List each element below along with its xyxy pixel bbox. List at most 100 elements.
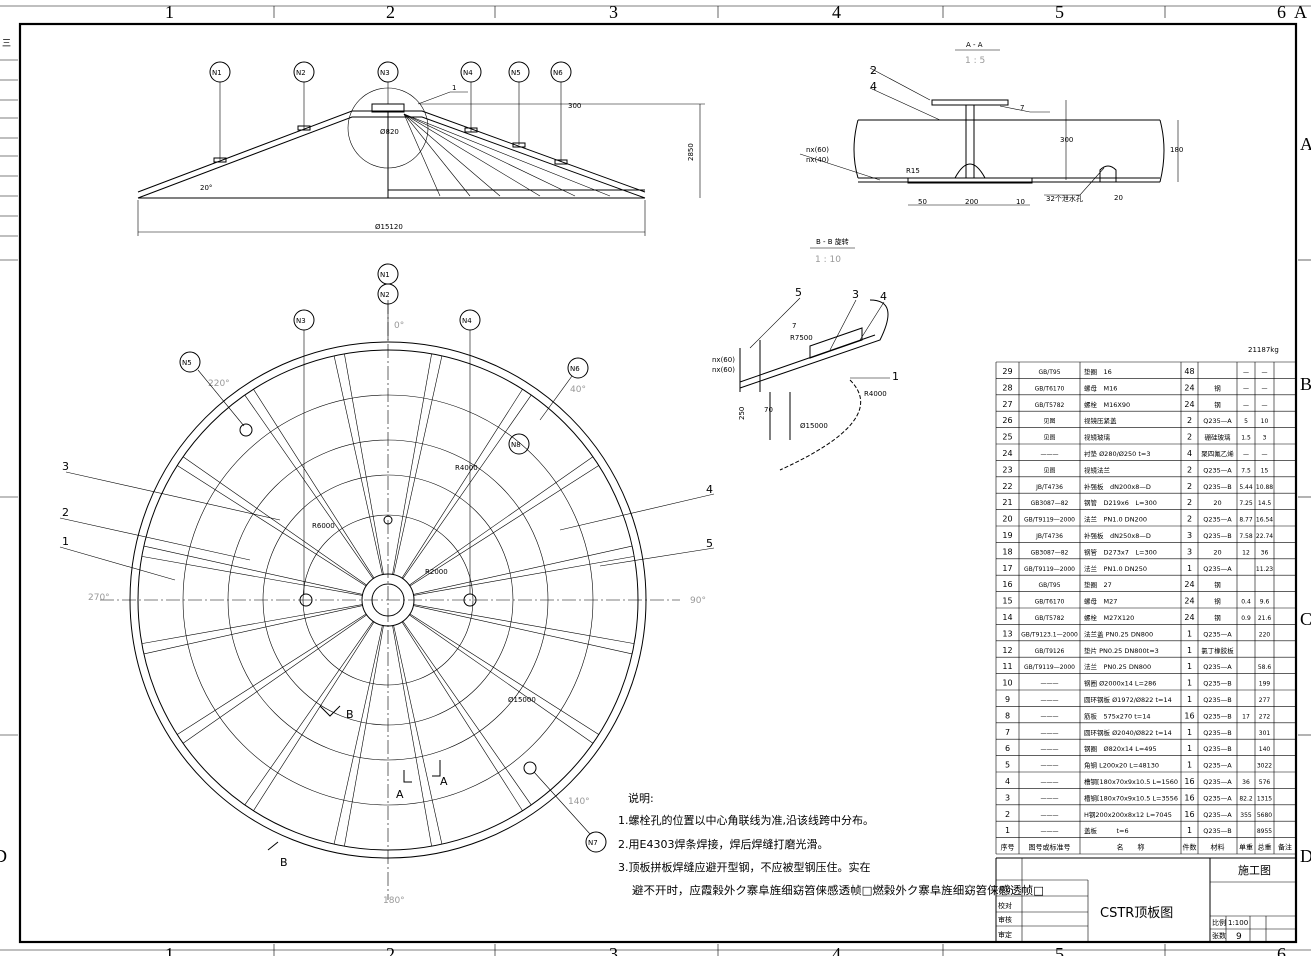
bom-cell: 名 称 <box>1117 843 1145 852</box>
bom-cell: 576 <box>1259 779 1271 786</box>
dim-label: 200 <box>965 198 978 206</box>
bom-cell: — <box>1243 402 1249 409</box>
zone-letter: C <box>1300 609 1311 629</box>
bom-cell: 法兰 PN0.25 DN800 <box>1084 662 1151 671</box>
bom-cell: 5 <box>1244 418 1248 425</box>
zone-number: 4 <box>832 944 841 956</box>
bom-cell: Q235—A <box>1203 630 1232 638</box>
bom-cell: 2 <box>1187 515 1192 524</box>
bom-cell: Q235—B <box>1203 483 1231 491</box>
nozzle-balloon: N7 <box>588 839 598 847</box>
bom-cell: Q235—A <box>1203 516 1232 524</box>
zone-letter: A <box>1300 134 1311 154</box>
radius-label: R4000 <box>864 390 887 398</box>
dim-label: 180 <box>1170 146 1183 154</box>
radius-label: R6000 <box>312 522 335 530</box>
bom-cell: 5680 <box>1257 812 1272 819</box>
bom-cell: 角钢 L200x20 L=48130 <box>1084 761 1159 770</box>
bom-cell: — <box>1243 369 1249 376</box>
bom-cell: — <box>1262 451 1268 458</box>
nozzle-balloon <box>209 61 231 83</box>
bom-cell: 筋板 575x270 t=14 <box>1084 711 1151 720</box>
signoff-label: 审核 <box>998 915 1012 924</box>
bom-cell: 10 <box>1002 679 1012 688</box>
bom-cell: 7 <box>1005 728 1010 737</box>
dim-label: 10 <box>1016 198 1025 206</box>
zone-number: 2 <box>386 944 395 956</box>
bom-cell: 1 <box>1187 679 1192 688</box>
bom-cell: 9 <box>1005 695 1010 704</box>
angle-label: 90° <box>690 596 706 606</box>
bom-cell: Q235—A <box>1203 762 1232 770</box>
bom-cell: 法兰盖 PN0.25 DN800 <box>1084 629 1153 638</box>
bom-cell: 21.6 <box>1258 615 1272 622</box>
bom-cell: 7.58 <box>1239 533 1253 540</box>
bom-cell: 7.5 <box>1241 467 1251 474</box>
section-callout: 4 <box>880 290 887 303</box>
zone-number: 1 <box>165 2 174 22</box>
section-scale: 1 : 10 <box>815 255 841 265</box>
dim-label: 300 <box>1060 136 1073 144</box>
bom-cell: 24 <box>1002 449 1012 458</box>
bom-cell: 1 <box>1187 646 1192 655</box>
bom-cell: Q235—A <box>1203 663 1232 671</box>
zone-number: 3 <box>609 944 618 956</box>
bom-cell: 钢 <box>1214 598 1221 606</box>
section-callout: 2 <box>870 64 877 77</box>
bom-cell: 15 <box>1261 467 1269 474</box>
elevation-height: 2850 <box>687 143 695 161</box>
bom-cell: 槽钢[180x70x9x10.5 L=3556 <box>1084 793 1178 802</box>
stage-label: 施工图 <box>1238 864 1271 877</box>
bom-cell: 2 <box>1187 416 1192 425</box>
bom-cell: ——— <box>1041 795 1059 802</box>
title-block: 施工图 CSTR顶板图 比例 1:100 张数 9 设计 校对 审核 审定 <box>995 857 1296 942</box>
bom-cell: 355 <box>1240 812 1252 819</box>
section-callout: 1 <box>892 370 899 383</box>
bom-cell: ——— <box>1041 451 1059 458</box>
bom-cell: 视镜玻璃 <box>1084 433 1111 442</box>
bom-cell: 20 <box>1002 515 1012 524</box>
bom-cell: GB/T5782 <box>1035 615 1065 622</box>
bom-cell: 23 <box>1002 465 1012 474</box>
left-strip-label: 三 <box>2 39 11 49</box>
note-line: 1.螺栓孔的位置以中心角联线为准,沿该线跨中分布。 <box>618 813 874 827</box>
nozzle-balloon: N6 <box>570 365 580 373</box>
bom-cell: 58.6 <box>1258 664 1272 671</box>
plan-view: 0° 90° 180° 270° 220° 40° 140° R2000 R40… <box>59 263 715 906</box>
bom-cell: 垫圈 27 <box>1084 580 1112 589</box>
bom-cell: 28 <box>1002 383 1012 392</box>
bom-cell: 1.5 <box>1241 435 1251 442</box>
page-label: 张数 <box>1212 931 1226 940</box>
nozzle-balloon <box>508 61 530 83</box>
bom-cell: 27 <box>1002 400 1012 409</box>
bom-cell: 钢圈 Ø820x14 L=495 <box>1084 745 1157 753</box>
angle-label: 180° <box>383 896 405 906</box>
section-mark: A <box>396 788 404 801</box>
bom-cell: 6 <box>1005 744 1010 753</box>
nozzle-balloon <box>460 61 482 83</box>
bom-cell: GB/T95 <box>1038 582 1060 589</box>
bom-cell: 硼硅玻璃 <box>1205 433 1232 442</box>
bom-cell: H钢200x200x8x12 L=7045 <box>1084 811 1172 819</box>
bom-cell: 16 <box>1184 793 1194 802</box>
bom-cell: 12 <box>1242 549 1250 556</box>
bom-cell: 2 <box>1187 498 1192 507</box>
bom-cell: 聚四氟乙烯 <box>1201 449 1234 458</box>
bom-cell: 氯丁橡胶板 <box>1201 646 1234 655</box>
bom-cell: Q235—A <box>1203 811 1232 819</box>
zone-number: 6 <box>1277 2 1286 22</box>
nozzle-balloon <box>377 61 399 83</box>
bom-cell: — <box>1262 402 1268 409</box>
bom-cell: Q235—B <box>1203 827 1231 835</box>
section-callout: 3 <box>852 288 859 301</box>
weld-box: nx(60) <box>712 356 735 364</box>
bom-cell: 272 <box>1259 713 1271 720</box>
bom-cell: 3022 <box>1257 763 1272 770</box>
bom-cell: 15 <box>1002 597 1012 606</box>
bom-cell: 20 <box>1213 499 1221 507</box>
elevation-angle: 20° <box>200 184 212 192</box>
bom-cell: 补强板 dN200x8—D <box>1084 482 1151 491</box>
dim-label: 20 <box>1114 194 1123 202</box>
